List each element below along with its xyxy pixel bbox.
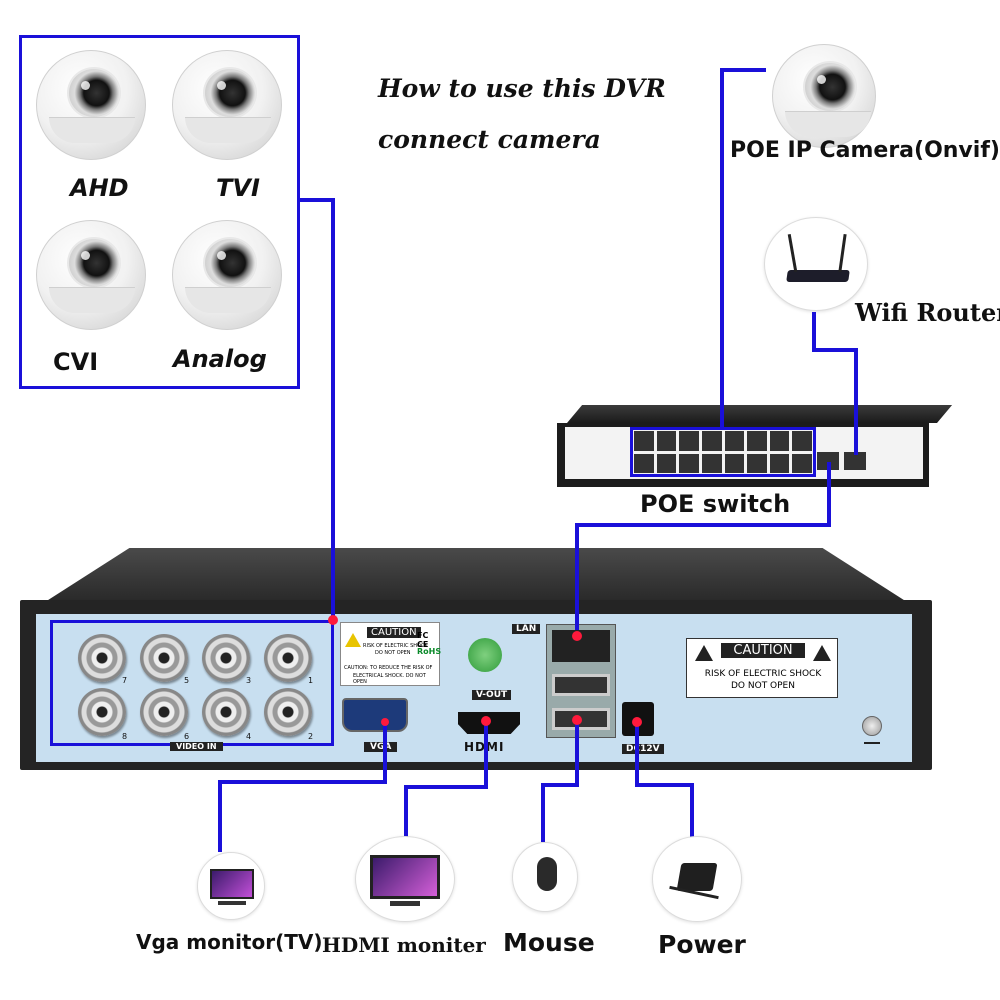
router-label: Wifi Router — [855, 298, 1000, 327]
wire-dc-to-power — [635, 720, 694, 838]
switch-uplink-port-2 — [844, 452, 866, 470]
title-line-2: connect camera — [378, 125, 601, 154]
connection-dot — [572, 631, 582, 641]
switch-ports — [634, 431, 812, 473]
camera-label-cvi: CVI — [53, 348, 99, 376]
title-line-1: How to use this DVR — [378, 74, 666, 103]
small-caution-text-1: RISK OF ELECTRIC SHOCK — [363, 643, 428, 649]
small-caution-text-2: DO NOT OPEN — [375, 650, 411, 656]
caution-sticker-large: CAUTION RISK OF ELECTRIC SHOCK DO NOT OP… — [686, 638, 838, 698]
warning-icon — [813, 645, 831, 661]
channel-number: 6 — [184, 732, 190, 741]
connection-dot — [632, 717, 642, 727]
channel-number: 1 — [308, 676, 314, 685]
connection-dot — [481, 716, 491, 726]
caution-text-2: DO NOT OPEN — [731, 681, 795, 691]
ground-symbol-icon — [864, 742, 880, 754]
device-label-mouse: Mouse — [503, 928, 595, 957]
poe-camera-label: POE IP Camera(Onvif) — [730, 138, 1000, 163]
usb-port-1 — [552, 674, 610, 696]
bnc-connector-icon — [140, 634, 188, 682]
wire-switch-to-dvr — [575, 462, 831, 630]
switch-uplink-port-1 — [817, 452, 839, 470]
connection-dot — [328, 615, 338, 625]
vga-port-label: VGA — [364, 742, 398, 752]
warning-icon — [345, 633, 361, 647]
wire-poe-camera-to-switch — [720, 68, 766, 428]
hdmi-label: HDMI — [464, 740, 505, 754]
switch-ports-box — [630, 427, 816, 477]
analog-camera-icon — [172, 220, 282, 330]
ground-screw-icon — [862, 716, 882, 736]
warning-icon — [695, 645, 713, 661]
rohs-mark: RoHS — [417, 647, 442, 656]
small-caution-text-3: CAUTION: TO REDUCE THE RISK OF — [344, 665, 433, 671]
wire-usb-to-mouse — [541, 720, 579, 842]
vga-port — [342, 698, 408, 732]
switch-label: POE switch — [640, 490, 791, 518]
caution-text-1: RISK OF ELECTRIC SHOCK — [704, 669, 822, 679]
connection-dot — [381, 718, 389, 726]
channel-number: 8 — [122, 732, 128, 741]
power-adapter-icon — [652, 836, 742, 922]
device-label-power: Power — [658, 930, 746, 959]
video-in-label: VIDEO IN — [170, 742, 223, 751]
poe-ip-camera-icon — [772, 44, 876, 148]
dc-label: DC12V — [622, 744, 664, 754]
ahd-camera-icon — [36, 50, 146, 160]
channel-number: 5 — [184, 676, 190, 685]
bnc-connector-icon — [202, 634, 250, 682]
bnc-connector-icon — [140, 688, 188, 736]
vga-monitor-icon — [197, 852, 265, 920]
wire-hdmi-to-monitor — [404, 720, 488, 838]
caution-sticker-small: CAUTION FC CE RISK OF ELECTRIC SHOCK DO … — [340, 622, 442, 686]
mouse-icon — [512, 842, 578, 912]
lan-label: LAN — [512, 624, 541, 634]
camera-label-analog: Analog — [173, 345, 267, 373]
wifi-router-icon — [764, 217, 868, 311]
channel-number: 7 — [122, 676, 128, 685]
channel-number: 4 — [246, 732, 252, 741]
tvi-camera-icon — [172, 50, 282, 160]
channel-number: 3 — [246, 676, 252, 685]
camera-group-box — [19, 35, 300, 389]
camera-label-tvi: TVI — [216, 174, 260, 202]
bnc-connector-icon — [202, 688, 250, 736]
v-out-label: V-OUT — [472, 690, 512, 700]
device-label-vga: Vga monitor(TV) — [136, 930, 323, 954]
wire-cameras-to-dvr — [300, 198, 335, 620]
channel-number: 2 — [308, 732, 314, 741]
small-caution-title: CAUTION — [367, 627, 421, 638]
wire-router-to-switch — [812, 312, 858, 455]
wire-vga-to-monitor — [218, 720, 387, 852]
bnc-connector-icon — [78, 688, 126, 736]
caution-title: CAUTION — [721, 643, 805, 658]
bnc-connector-icon — [264, 688, 312, 736]
bnc-connector-icon — [78, 634, 126, 682]
small-caution-text-4: ELECTRICAL SHOCK. DO NOT OPEN — [353, 673, 426, 685]
bnc-connector-icon — [264, 634, 312, 682]
hdmi-monitor-icon — [355, 836, 455, 922]
cvi-camera-icon — [36, 220, 146, 330]
v-out-indicator — [468, 638, 502, 672]
device-label-hdmi: HDMI moniter — [322, 933, 486, 957]
camera-label-ahd: AHD — [70, 174, 129, 202]
fc-mark: FC CE — [417, 631, 429, 649]
connection-dot — [572, 715, 582, 725]
